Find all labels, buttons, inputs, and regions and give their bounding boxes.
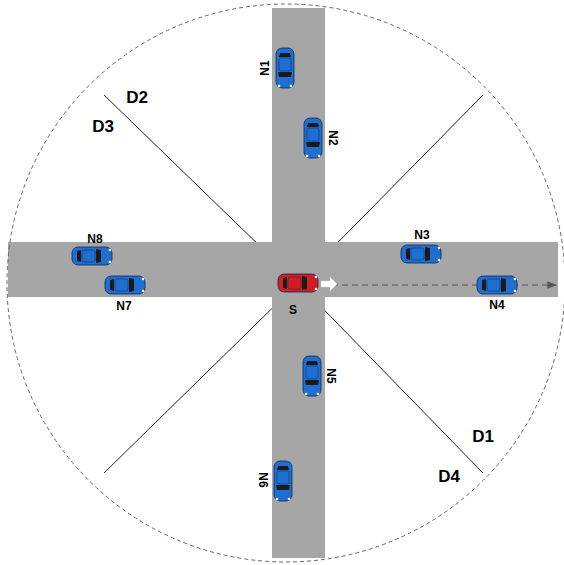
car-light — [318, 155, 321, 158]
car-body — [276, 48, 294, 88]
vehicle-label: N1 — [259, 60, 271, 75]
car-light — [317, 393, 320, 396]
vehicle-label: N6 — [257, 472, 269, 487]
car-roof — [279, 58, 291, 71]
car-roof — [115, 279, 128, 291]
car-roof — [487, 279, 500, 291]
car-windshield — [501, 278, 506, 292]
car-roof — [411, 248, 424, 260]
horizontal-road — [8, 242, 558, 297]
vehicle-label: N2 — [327, 130, 339, 145]
car-rear-window — [77, 250, 81, 262]
car-windshield — [302, 276, 307, 290]
vehicles — [72, 48, 517, 501]
vehicle-label: N7 — [116, 300, 131, 312]
car-windshield — [425, 247, 430, 261]
car-rear-window — [307, 123, 319, 127]
direction-arrow — [332, 284, 556, 285]
car-light — [305, 393, 308, 396]
car-light — [438, 259, 441, 262]
car-icon — [477, 276, 517, 294]
car-light — [514, 290, 517, 293]
car-icon — [278, 274, 318, 292]
car-body — [401, 245, 441, 263]
car-windshield — [129, 278, 134, 292]
car-icon — [72, 247, 112, 265]
car-light — [109, 249, 112, 252]
car-icon — [401, 245, 441, 263]
car-icon — [105, 276, 145, 294]
car-roof — [306, 366, 318, 379]
car-windshield — [96, 249, 101, 263]
car-body — [105, 276, 145, 294]
vehicle-label: S — [289, 304, 297, 316]
car-windshield — [276, 485, 290, 490]
car-windshield — [305, 380, 319, 385]
vehicle-label: N4 — [489, 299, 504, 311]
car-body — [303, 356, 321, 396]
car-light — [438, 247, 441, 250]
sector-label: D1 — [472, 428, 494, 445]
car-roof — [307, 128, 319, 141]
car-body — [278, 274, 318, 292]
car-rear-window — [306, 361, 318, 365]
car-roof — [288, 277, 301, 289]
car-rear-window — [110, 279, 114, 291]
vehicle-label: N3 — [414, 229, 429, 241]
car-windshield — [306, 142, 320, 147]
car-light — [514, 278, 517, 281]
car-roof — [277, 471, 289, 484]
car-rear-window — [482, 279, 486, 291]
car-rear-window — [277, 466, 289, 470]
car-light — [290, 85, 293, 88]
car-light — [276, 498, 279, 501]
car-light — [142, 290, 145, 293]
car-icon — [303, 356, 321, 396]
car-roof — [82, 250, 95, 262]
car-light — [278, 85, 281, 88]
car-light — [315, 288, 318, 291]
vehicle-label: N5 — [325, 368, 337, 383]
range-circle — [7, 4, 564, 562]
car-icon — [276, 48, 294, 88]
vertical-road — [272, 8, 325, 558]
car-body — [72, 247, 112, 265]
car-light — [306, 155, 309, 158]
car-light — [315, 276, 318, 279]
car-rear-window — [406, 248, 410, 260]
car-body — [477, 276, 517, 294]
sector-label: D4 — [438, 468, 460, 485]
car-rear-window — [283, 277, 287, 289]
vehicle-label: N8 — [87, 233, 102, 245]
car-icon — [304, 118, 322, 158]
car-body — [304, 118, 322, 158]
car-light — [142, 278, 145, 281]
sector-label: D3 — [92, 118, 114, 135]
car-windshield — [278, 72, 292, 77]
car-rear-window — [279, 53, 291, 57]
car-light — [109, 261, 112, 264]
sector-label: D2 — [126, 89, 148, 106]
car-icon — [274, 461, 292, 501]
car-light — [288, 498, 291, 501]
heading-arrow — [321, 277, 337, 291]
car-body — [274, 461, 292, 501]
